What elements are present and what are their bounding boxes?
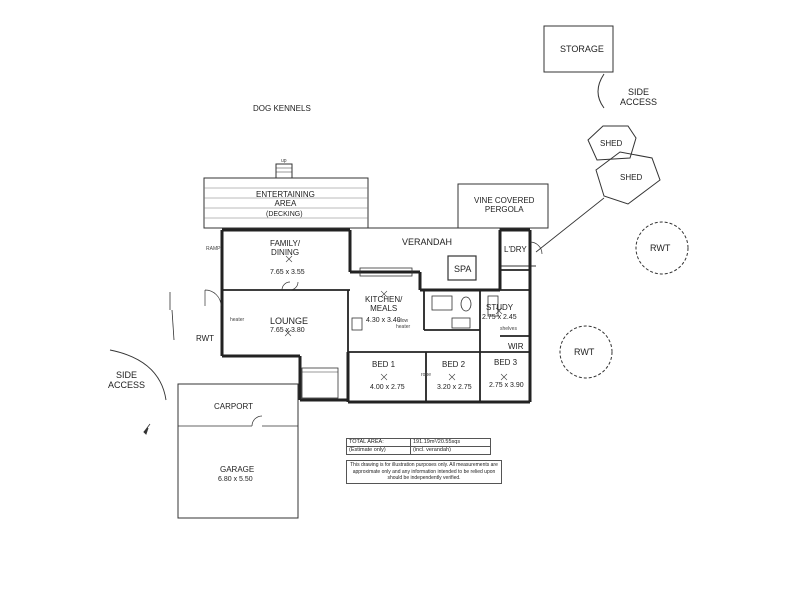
dog-kennels-label: DOG KENNELS <box>253 104 311 113</box>
lounge-size: 7.65 x 3.80 <box>270 327 305 334</box>
area-summary-table: TOTAL AREA: 191.19m²/20.55sqs (Estimate … <box>346 438 496 455</box>
shed-2-label: SHED <box>620 173 643 182</box>
spa-tub <box>447 255 477 281</box>
carport-label: CARPORT <box>214 402 253 411</box>
front-door-swing <box>204 289 222 307</box>
bed-2-label: BED 2 <box>442 360 466 369</box>
kitchen-label: KITCHEN/ MEALS <box>365 295 403 313</box>
laundry-label: L'DRY <box>504 245 527 254</box>
estimate-label: (Estimate only) <box>346 446 411 455</box>
shed-2-outline <box>595 151 661 205</box>
bath-fixture <box>431 295 453 311</box>
rwt-circle-2 <box>559 325 613 379</box>
rwt-circle-1 <box>635 221 689 275</box>
ramp-label: RAMP <box>206 246 221 252</box>
shed-1-outline <box>587 125 637 161</box>
family-dining-size: 7.65 x 3.55 <box>270 269 305 276</box>
side-access-arc-left <box>109 349 167 401</box>
pergola-label: VINE COVERED PERGOLA <box>474 196 535 214</box>
rwt-label-1: RWT <box>650 243 671 253</box>
garage-size: 6.80 x 5.50 <box>218 476 253 483</box>
pergola-outline <box>457 183 549 229</box>
carport-outline <box>177 383 299 519</box>
storage-label: STORAGE <box>560 44 604 54</box>
bed-3-label: BED 3 <box>494 358 518 367</box>
bed-2-size: 3.20 x 2.75 <box>437 384 472 391</box>
laundry-door-swing <box>529 241 543 255</box>
verandah-label: VERANDAH <box>402 237 453 247</box>
side-access-right-label: SIDE ACCESS <box>620 87 658 107</box>
rwt-label-2: RWT <box>574 347 595 357</box>
family-dining-label: FAMILY/ DINING <box>270 239 301 257</box>
family-door-swing <box>281 281 299 291</box>
total-area-label: TOTAL AREA: <box>346 438 411 447</box>
spa-label: SPA <box>454 264 472 274</box>
entertaining-label: ENTERTAINING AREA <box>256 190 315 208</box>
total-area-value: 191.19m²/20.55sqs <box>410 438 491 447</box>
lounge-label: LOUNGE <box>270 316 309 326</box>
decking-label: (DECKING) <box>266 211 303 218</box>
study-size: 2.75 x 2.45 <box>482 314 517 321</box>
study-label: STUDY <box>486 303 514 312</box>
shed-1-label: SHED <box>600 139 623 148</box>
disclaimer-note: This drawing is for illustration purpose… <box>346 460 502 484</box>
heater-label: heater <box>230 317 245 323</box>
estimate-value: (incl. verandah) <box>410 446 491 455</box>
rwt-label-3: RWT <box>196 334 215 343</box>
storage-outline <box>543 25 614 73</box>
robe-label: robe <box>421 372 432 378</box>
deck-stairs <box>275 163 293 179</box>
bed-3-size: 2.75 x 3.90 <box>489 382 524 389</box>
slow-heater-label: slow heater <box>396 318 411 330</box>
garage-label: GARAGE <box>220 465 255 474</box>
kitchen-bench <box>359 267 413 277</box>
shelves-label: shelves <box>500 326 517 332</box>
up-label: up <box>281 158 287 164</box>
bed-1-label: BED 1 <box>372 360 396 369</box>
kitchen-size: 4.30 x 3.40 <box>366 317 401 324</box>
wir-label: WIR <box>508 342 524 351</box>
side-access-left-label: SIDE ACCESS <box>108 370 146 390</box>
side-access-arc-right <box>597 73 605 109</box>
bed-1-size: 4.00 x 2.75 <box>370 384 405 391</box>
